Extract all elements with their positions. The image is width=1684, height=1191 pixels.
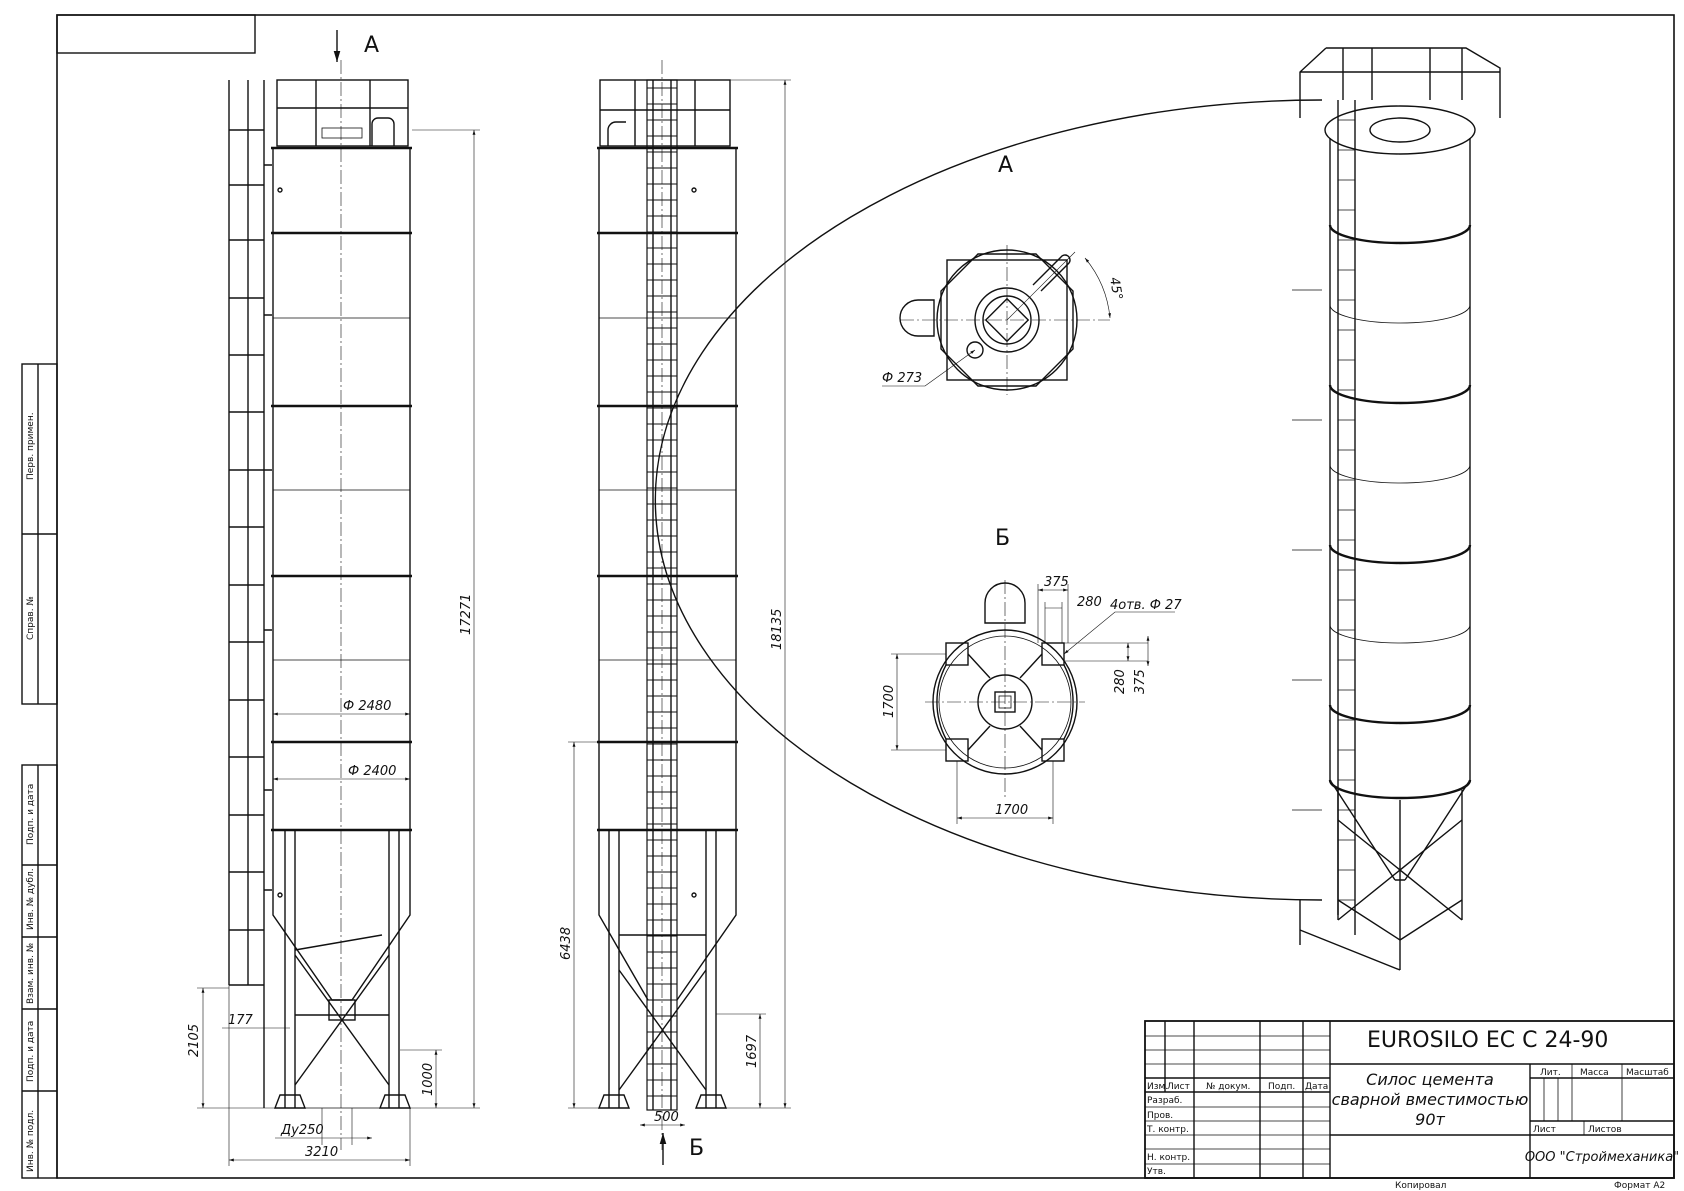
organization: ООО "Строймеханика" [1525,1150,1679,1165]
col-izm: Изм. [1147,1082,1168,1092]
strip-vzam-inv: Взам. инв. № [26,943,36,1004]
dim-1700-vertical: 1700 [882,685,897,718]
dim-375-top: 375 [1044,575,1069,590]
dim-d273: Ф 273 [882,371,922,386]
strip-podp-data-1: Подп. и дата [26,784,36,845]
dim-280-top: 280 [1077,595,1102,610]
dim-3210: 3210 [305,1145,338,1160]
dim-6438: 6438 [559,927,574,960]
dim-177: 177 [228,1013,254,1028]
view-a: A 45° Ф 273 [882,153,1125,395]
drawing-frame: Перв. примен. Справ. № Подп. и дата Инв.… [21,14,1675,1179]
mass-label: Масса [1580,1068,1609,1078]
strip-inv-podl: Инв. № подл. [26,1110,36,1172]
strip-sprav: Справ. № [26,596,36,640]
strip-podp-data-2: Подп. и дата [26,1021,36,1082]
dim-holes-4x27: 4отв. Ф 27 [1110,598,1182,613]
dim-d2480: Ф 2480 [343,699,391,714]
dim-angle-45: 45° [1106,276,1125,301]
sheet-label: Лист [1533,1125,1556,1135]
dim-500: 500 [654,1110,679,1125]
view-arrow-b-label: Б [689,1136,704,1161]
col-doc-no: № докум. [1206,1082,1250,1092]
sheets-label: Листов [1588,1125,1622,1135]
row-utv: Утв. [1147,1167,1166,1177]
isometric-view [654,47,1501,971]
description-line-2: сварной вместимостью [1332,1090,1529,1109]
description-line-3: 90т [1415,1110,1445,1129]
dim-18135: 18135 [770,609,785,650]
dim-280-side: 280 [1113,669,1128,694]
col-signature: Подп. [1268,1082,1295,1092]
view-arrow-a-label: A [364,33,379,58]
description-line-1: Силос цемента [1366,1070,1494,1089]
scale-label: Масштаб [1626,1068,1669,1078]
col-list: Лист [1167,1082,1190,1092]
side-ladder [646,60,678,1150]
strip-inv-dubl: Инв. № дубл. [26,868,36,930]
strip-perv-primen: Перв. примен. [26,412,36,480]
title-block: EUROSILO EC C 24-90 Силос цемента сварно… [1144,1020,1679,1191]
lit-label: Лит. [1540,1068,1561,1078]
dim-2105: 2105 [187,1024,202,1057]
dim-375-side: 375 [1133,669,1148,694]
format-label: Формат А2 [1614,1181,1665,1191]
front-ladder [228,80,272,1108]
side-strip: Перв. примен. Справ. № Подп. и дата Инв.… [21,363,58,1179]
col-date: Дата [1305,1082,1328,1092]
front-dimensions: 17271 Ф 2480 Ф 2400 2105 177 1000 Ду250 … [187,129,480,1166]
dim-d2400: Ф 2400 [348,764,396,779]
row-razrab: Разраб. [1147,1096,1182,1106]
row-tkontr: Т. контр. [1146,1125,1189,1135]
dim-1697: 1697 [745,1034,760,1068]
row-nkontr: Н. контр. [1147,1153,1190,1163]
copied-label: Копировал [1395,1181,1446,1191]
front-support [272,830,412,1109]
dim-du250: Ду250 [280,1123,324,1138]
view-b-title: Б [995,526,1010,551]
row-prov: Пров. [1147,1111,1173,1121]
view-a-title: A [998,153,1013,178]
side-dimensions: 18135 6438 1697 500 Б [559,79,791,1165]
dim-17271: 17271 [459,594,474,635]
side-support [597,830,737,1109]
view-b: Б 1700 1700 375 280 4отв. Ф 27 280 [882,526,1182,824]
dim-1000: 1000 [421,1063,436,1096]
side-view: 18135 6438 1697 500 Б [559,60,791,1165]
front-top-railing [276,79,409,147]
front-view: A [187,30,480,1166]
front-cylinder [271,60,412,1150]
designation: EUROSILO EC C 24-90 [1367,1028,1608,1053]
dim-1700-horizontal: 1700 [995,803,1028,818]
